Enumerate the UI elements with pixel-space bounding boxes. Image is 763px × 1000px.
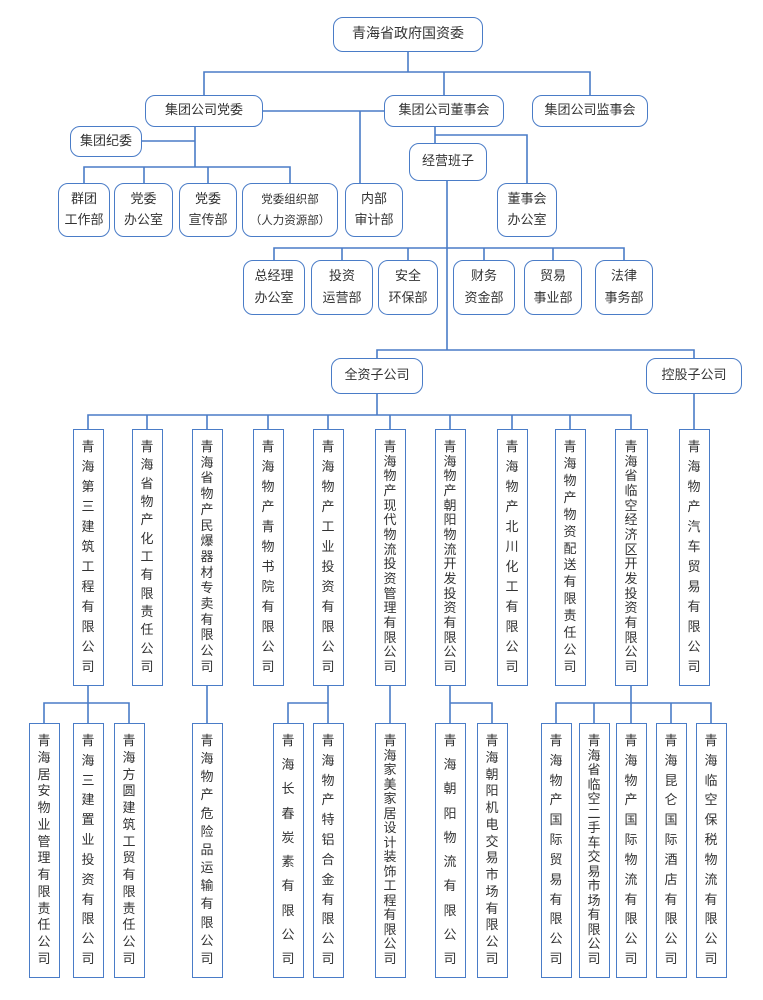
org-node-subsidiary: 青海省临空经济区开发投资有限公司 [614, 429, 648, 686]
org-node-subsidiary: 青海省物产化工有限责任公司 [131, 429, 163, 686]
org-node-subsidiary: 青海物产汽车贸易有限公司 [678, 429, 710, 686]
org-node-management-team: 经营班子 [409, 143, 487, 181]
org-node-wholly-owned-group: 全资子公司 [331, 358, 423, 394]
org-node-holding-group: 控股子公司 [646, 358, 742, 394]
org-node-subsidiary: 青海物产现代物流投资管理有限公司 [374, 429, 406, 686]
org-node-sub-subsidiary: 青海物产特铝合金有限公司 [312, 723, 344, 978]
org-node-subsidiary: 青海物产工业投资有限公司 [312, 429, 344, 686]
org-node-party-committee: 集团公司党委 [145, 95, 263, 127]
org-node-legal-dept: 法律 事务部 [595, 260, 653, 315]
org-node-subsidiary: 青海物产物资配送有限责任公司 [554, 429, 586, 686]
org-node-board: 集团公司董事会 [384, 95, 504, 127]
org-node-sub-subsidiary: 青海居安物业管理有限责任公司 [28, 723, 60, 978]
org-node-sub-subsidiary: 青海家美家居设计装饰工程有限公司 [374, 723, 406, 978]
org-node-subsidiary: 青海省物产民爆器材专卖有限公司 [191, 429, 223, 686]
org-node-investment-ops-dept: 投资 运营部 [311, 260, 373, 315]
org-node-discipline-committee: 集团纪委 [70, 126, 142, 157]
org-node-mass-org-dept: 群团 工作部 [58, 183, 110, 237]
org-node-sub-subsidiary: 青海朝阳机电交易市场有限公司 [476, 723, 508, 978]
org-node-trade-dept: 贸易 事业部 [524, 260, 582, 315]
org-node-board-office: 董事会 办公室 [497, 183, 557, 237]
org-node-sub-subsidiary: 青海方圆建筑工贸有限责任公司 [113, 723, 145, 978]
org-node-subsidiary: 青海物产朝阳物流开发投资有限公司 [434, 429, 466, 686]
org-node-sasac: 青海省政府国资委 [333, 17, 483, 52]
org-node-sub-subsidiary: 青海物产危险品运输有限公司 [191, 723, 223, 978]
org-node-gm-office: 总经理 办公室 [243, 260, 305, 315]
org-node-subsidiary: 青海物产青物书院有限公司 [252, 429, 284, 686]
org-node-organization-hr-dept: 党委组织部 （人力资源部） [242, 183, 338, 237]
org-node-sub-subsidiary: 青海三建置业投资有限公司 [72, 723, 104, 978]
org-node-sub-subsidiary: 青海朝阳物流有限公司 [434, 723, 466, 978]
org-node-party-office: 党委 办公室 [114, 183, 173, 237]
org-node-sub-subsidiary: 青海昆仑国际酒店有限公司 [655, 723, 687, 978]
org-node-subsidiary: 青海第三建筑工程有限公司 [72, 429, 104, 686]
org-node-safety-env-dept: 安全 环保部 [378, 260, 438, 315]
org-node-supervisory-board: 集团公司监事会 [532, 95, 648, 127]
org-node-sub-subsidiary: 青海物产国际物流有限公司 [615, 723, 647, 978]
org-node-finance-dept: 财务 资金部 [453, 260, 515, 315]
org-node-sub-subsidiary: 青海省临空二手车交易市场有限公司 [578, 723, 610, 978]
org-node-internal-audit-dept: 内部 审计部 [345, 183, 403, 237]
org-node-sub-subsidiary: 青海长春炭素有限公司 [272, 723, 304, 978]
org-node-sub-subsidiary: 青海物产国际贸易有限公司 [540, 723, 572, 978]
org-node-subsidiary: 青海物产北川化工有限公司 [496, 429, 528, 686]
connector-path [43, 51, 712, 724]
org-node-publicity-dept: 党委 宣传部 [179, 183, 237, 237]
org-node-sub-subsidiary: 青海临空保税物流有限公司 [695, 723, 727, 978]
